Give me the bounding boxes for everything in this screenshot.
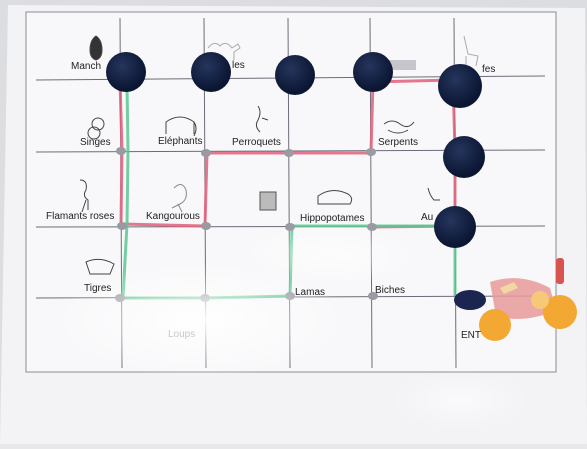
navy-tokens [106, 52, 485, 248]
label-loups: Loups [168, 329, 196, 340]
token [191, 52, 231, 92]
token [434, 206, 476, 248]
figure-head [479, 309, 511, 341]
label-chameaux: les [232, 60, 245, 71]
figure-base [454, 290, 486, 310]
kangaroo-drawing [171, 184, 187, 213]
flamingo-drawing [79, 179, 89, 213]
figure-head [543, 295, 577, 329]
token [275, 55, 315, 95]
figure-arm [556, 258, 564, 284]
token [438, 64, 482, 108]
token [106, 52, 146, 92]
snake-drawing [383, 120, 415, 134]
label-elephants: Eléphants [158, 136, 203, 147]
light-glare-3 [390, 370, 530, 430]
label-flamants-roses: Flamants roses [46, 211, 115, 222]
label-sticker [388, 60, 416, 70]
label-manchots: Manch [71, 61, 102, 72]
label-entree: ENT [461, 330, 481, 341]
label-biches: Biches [375, 285, 406, 296]
hippo-drawing [317, 190, 353, 205]
tiger-drawing [85, 258, 115, 275]
penguin-drawing [89, 35, 103, 61]
toy-figures [454, 258, 577, 341]
token [353, 52, 393, 92]
parrot-drawing [255, 105, 269, 133]
label-singes: Singes [80, 137, 111, 148]
light-glare [50, 262, 350, 378]
light-glare-2 [240, 225, 420, 285]
monkey-drawing [91, 117, 105, 131]
figure-hand [500, 282, 518, 294]
label-girafes: fes [482, 64, 496, 75]
label-tigres: Tigres [84, 283, 112, 294]
label-autruches: Au [421, 212, 434, 223]
elephant-drawing [165, 116, 197, 137]
toilet-sign-icon [259, 191, 277, 211]
label-hippopotames: Hippopotames [300, 213, 365, 224]
label-perroquets: Perroquets [232, 137, 281, 148]
token [443, 136, 485, 178]
ostrich-drawing [427, 187, 440, 201]
label-lamas: Lamas [295, 287, 326, 298]
giraffe-drawing [463, 35, 479, 67]
figure-face [531, 291, 549, 309]
label-serpents: Serpents [378, 137, 419, 148]
label-kangourous: Kangourous [146, 211, 200, 222]
